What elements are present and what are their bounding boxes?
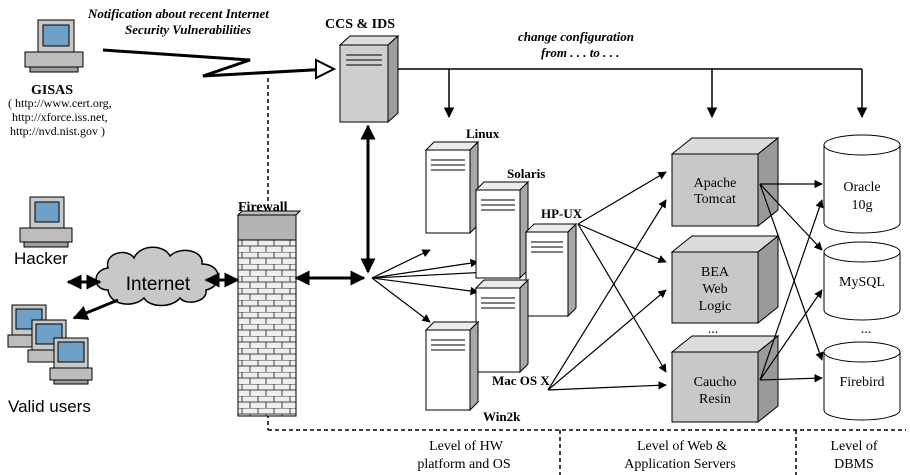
weblogic-label-line2: Web xyxy=(702,282,727,297)
gisas-source-nvd: http://nvd.nist.gov ) xyxy=(10,124,105,138)
firewall-icon xyxy=(236,210,302,417)
weblogic-server-box xyxy=(670,234,780,325)
firebird-label: Firebird xyxy=(839,375,884,390)
level-web-line1: Level of Web & xyxy=(637,439,727,454)
linux-label: Linux xyxy=(466,126,500,141)
weblogic-label-line1: BEA xyxy=(701,265,730,280)
gisas-source-xforce: http://xforce.iss.net, xyxy=(12,110,108,124)
level-dbms-line1: Level of xyxy=(830,439,877,454)
solaris-label: Solaris xyxy=(507,166,545,181)
linux-server-icon xyxy=(424,140,480,235)
solaris-server-icon xyxy=(474,180,530,280)
hacker-label: Hacker xyxy=(14,249,68,268)
tomcat-label-line2: Tomcat xyxy=(694,192,736,207)
internet-valid-users-link xyxy=(72,298,119,320)
gisas-source-cert: ( http://www.cert.org, xyxy=(8,96,112,110)
mysql-db-cylinder xyxy=(823,241,901,321)
notification-line2: Security Vulnerabilities xyxy=(125,22,251,37)
level-dbms-line2: DBMS xyxy=(834,457,874,472)
ccs-ids-server-icon xyxy=(338,34,400,124)
macosx-label: Mac OS X xyxy=(492,373,550,388)
level-hw-line1: Level of HW xyxy=(429,439,504,454)
os-app-links xyxy=(547,171,667,391)
tomcat-server-box xyxy=(670,136,780,228)
oracle-db-cylinder xyxy=(823,134,901,234)
notification-line1: Notification about recent Internet xyxy=(87,6,269,21)
hacker-computer-icon xyxy=(19,196,73,248)
mysql-label: MySQL xyxy=(839,275,885,290)
valid-users-computers-icon xyxy=(7,304,93,385)
win2k-server-icon xyxy=(424,320,480,412)
level-hw-line2: platform and OS xyxy=(417,457,510,472)
change-config-line2: from . . . to . . . xyxy=(541,45,619,60)
hpux-label: HP-UX xyxy=(541,206,583,221)
config-bus xyxy=(398,68,868,119)
macosx-server-icon xyxy=(474,278,530,374)
oracle-label-line2: 10g xyxy=(852,198,873,213)
resin-server-box xyxy=(670,334,780,424)
change-config-line1: change configuration xyxy=(518,29,634,44)
tomcat-label-line1: Apache xyxy=(694,176,737,191)
internet-cloud-icon xyxy=(95,246,219,307)
gisas-computer-icon xyxy=(24,19,84,73)
notification-link xyxy=(102,48,331,78)
internet-label: Internet xyxy=(126,274,191,295)
app-servers-ellipsis: ... xyxy=(708,322,719,337)
firebird-db-cylinder xyxy=(823,341,901,421)
resin-label-line1: Caucho xyxy=(694,375,737,390)
valid-users-label: Valid users xyxy=(8,397,91,416)
notification-arrowhead xyxy=(315,58,337,80)
level-web-line2: Application Servers xyxy=(624,457,736,472)
ccs-ids-label: CCS & IDS xyxy=(325,17,395,32)
gisas-label: GISAS xyxy=(31,83,73,98)
weblogic-label-line3: Logic xyxy=(699,299,732,314)
win2k-label: Win2k xyxy=(483,409,521,424)
oracle-label-line1: Oracle xyxy=(843,180,880,195)
hpux-server-icon xyxy=(524,222,578,318)
app-db-links xyxy=(759,179,824,383)
resin-label-line2: Resin xyxy=(699,392,731,407)
dbms-ellipsis: ... xyxy=(861,322,872,337)
